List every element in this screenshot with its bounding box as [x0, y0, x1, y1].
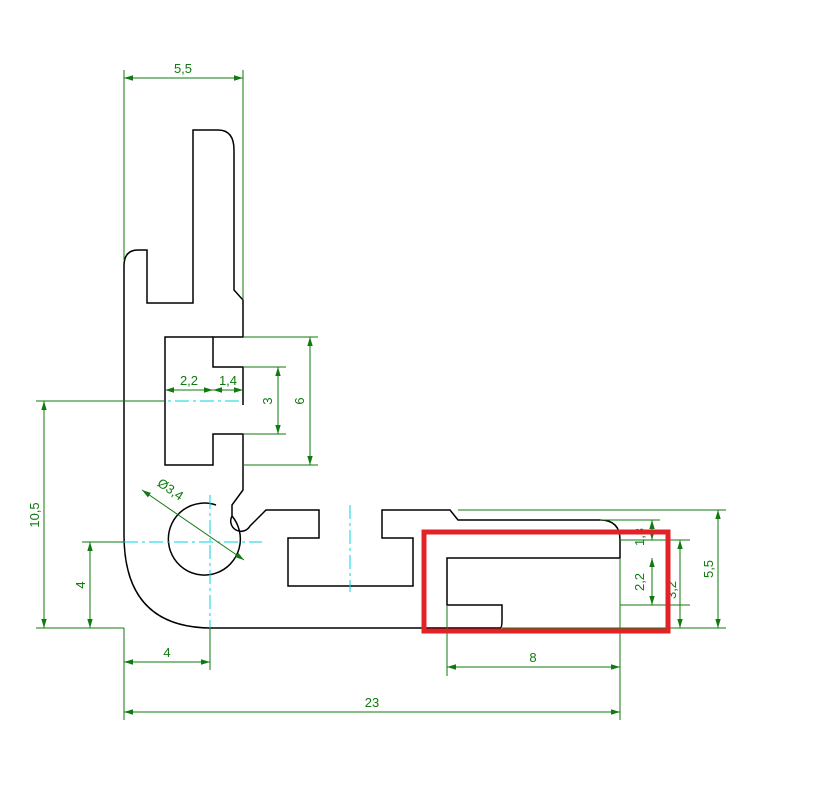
dim-top-width: 5,5	[174, 61, 192, 76]
outer-bottom	[123, 266, 621, 629]
dim-slot-height: 6	[292, 397, 307, 404]
highlight-box	[421, 529, 671, 634]
dim-slot-width: 2,2	[180, 373, 198, 388]
outer-contour	[123, 129, 244, 405]
dim-left-height: 10,5	[27, 502, 42, 527]
profile-outline	[123, 129, 621, 629]
dim-slot-depth: 3	[260, 397, 275, 404]
dimension-labels: 5,5 2,2 1,4 3 6 10,5 4 4 23 8 Ø3,4 5,5 1…	[27, 61, 716, 710]
dim-hole-center-height: 4	[73, 581, 88, 588]
center-lines	[124, 400, 351, 630]
dimension-lines	[36, 70, 726, 720]
dim-right-slot-gap: 2,2	[632, 573, 647, 591]
dim-right-slot-length: 8	[529, 650, 536, 665]
dim-slot-neck: 1,4	[219, 373, 237, 388]
dim-overall-width: 23	[365, 695, 379, 710]
dim-right-height: 5,5	[701, 560, 716, 578]
dim-hole-center-offset: 4	[163, 645, 170, 660]
dim-hole-diameter: Ø3,4	[155, 475, 187, 503]
hole-contour	[167, 502, 242, 576]
